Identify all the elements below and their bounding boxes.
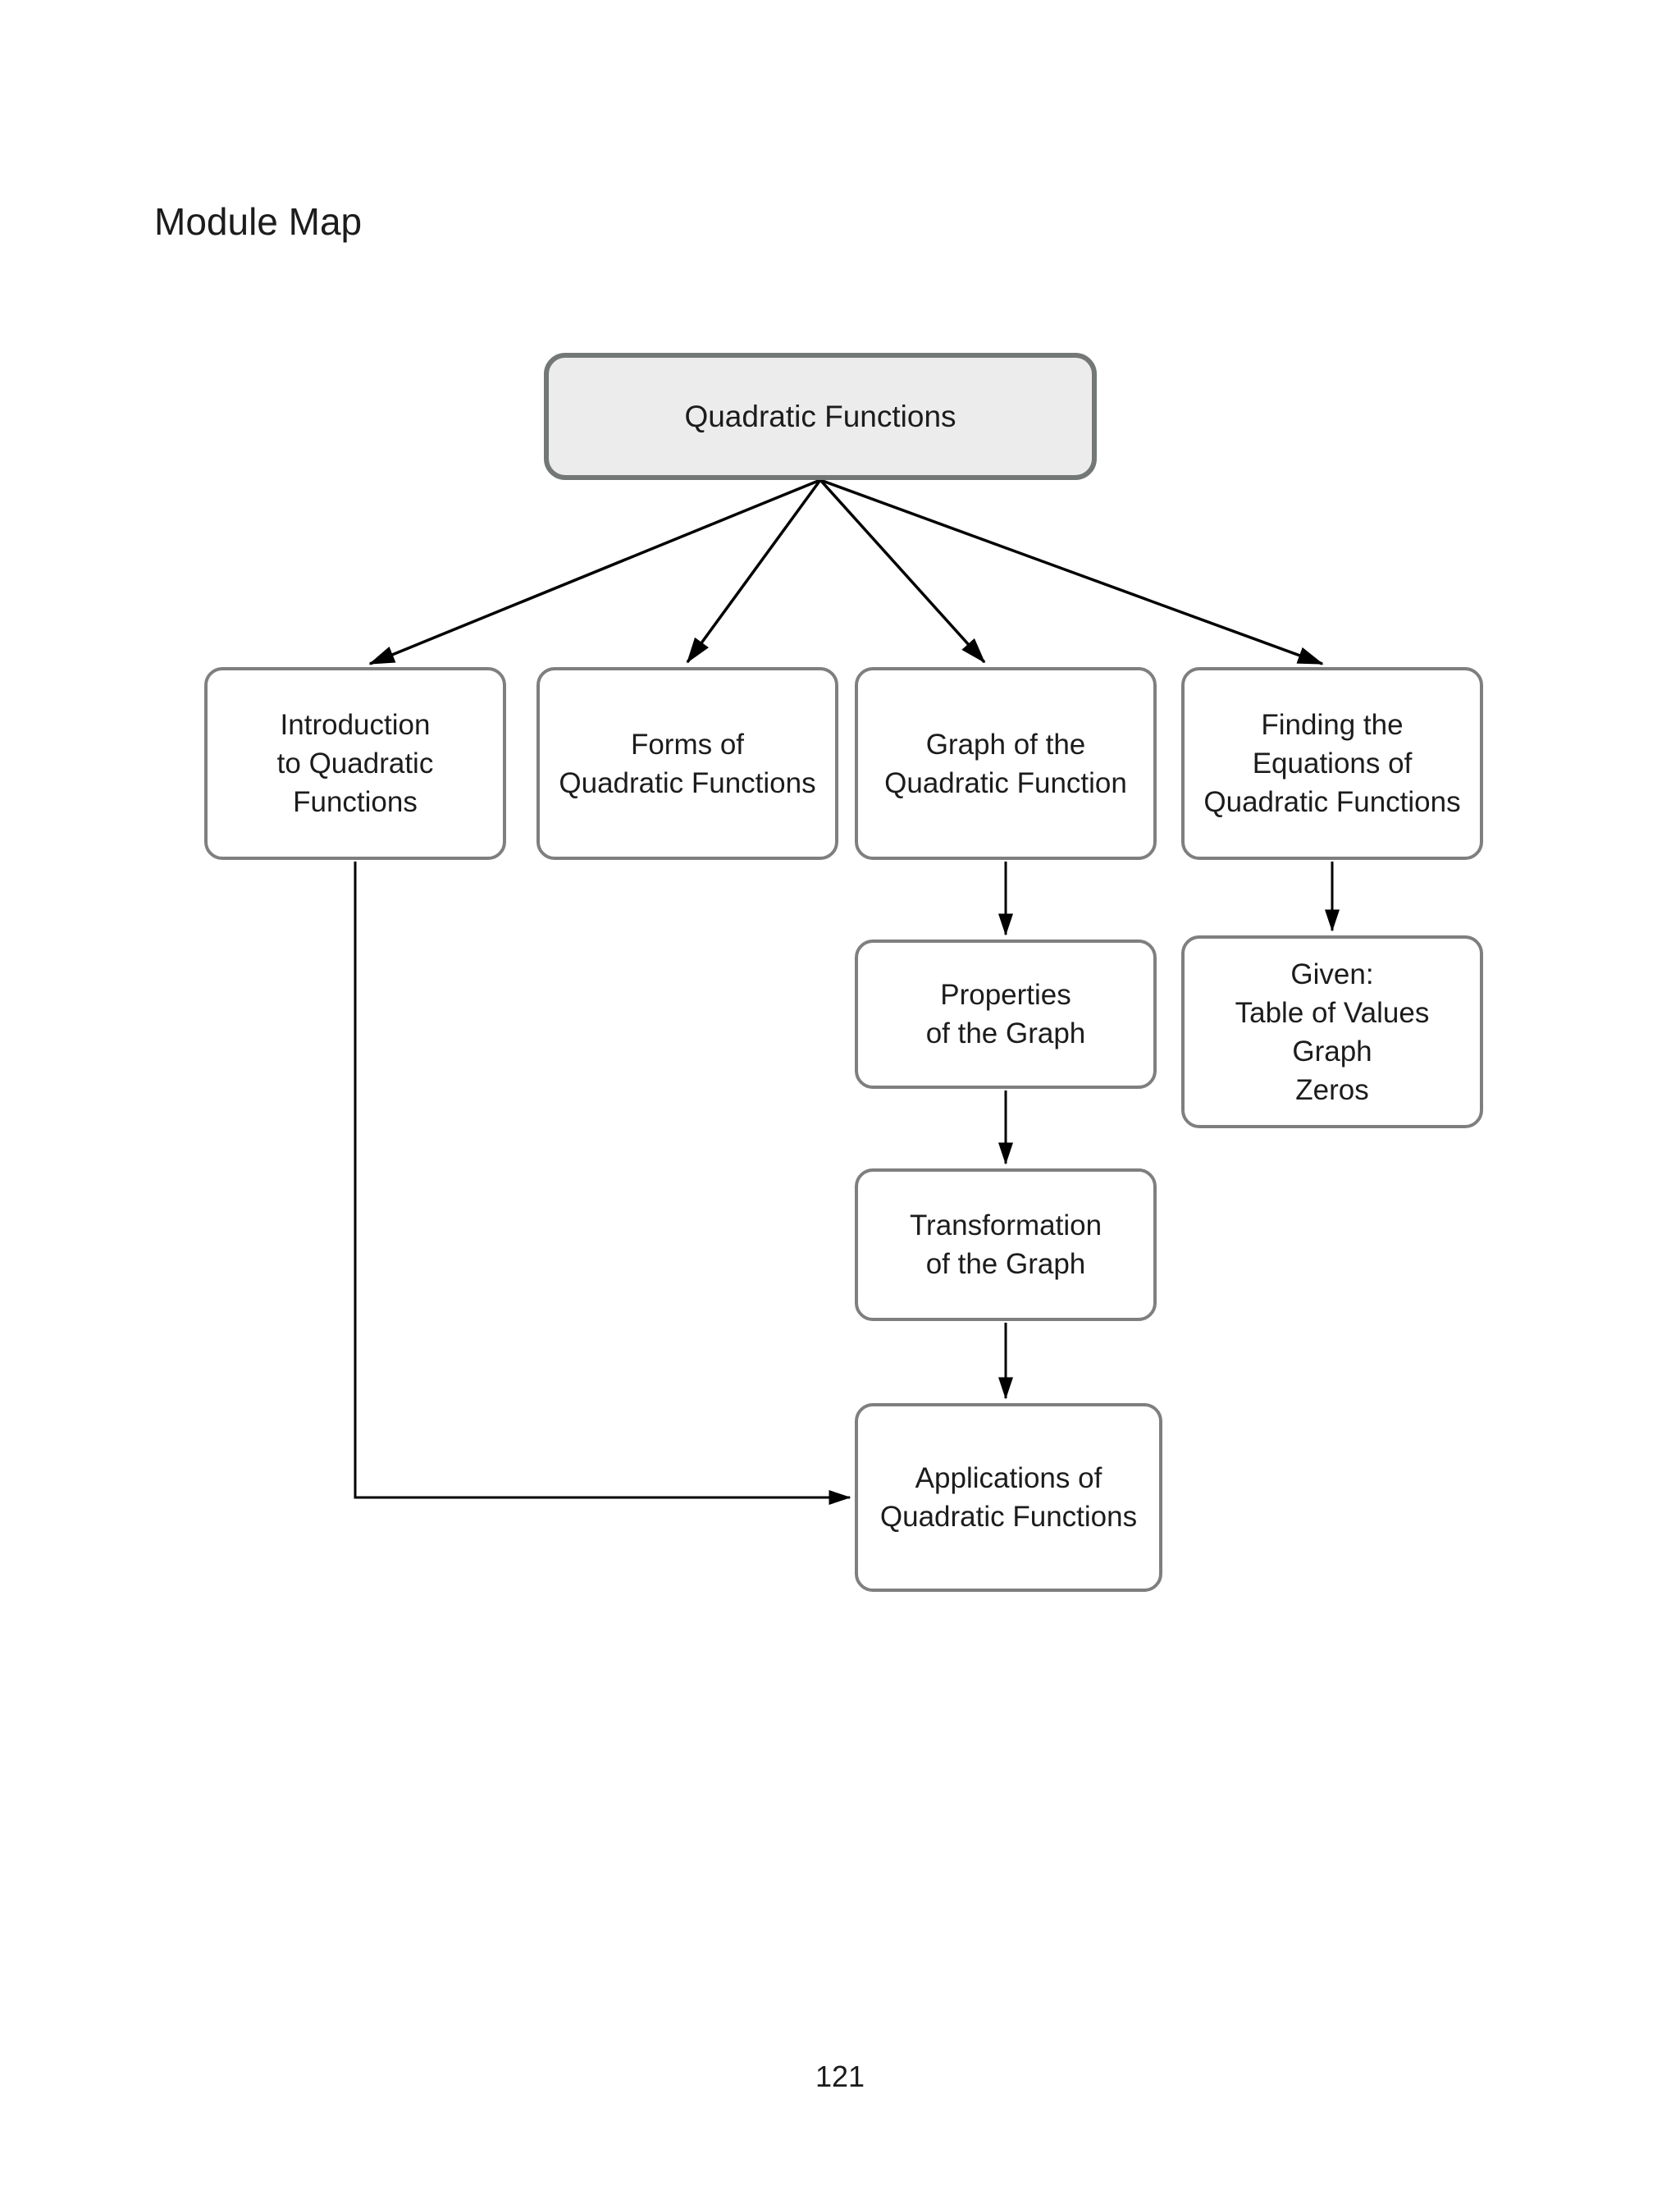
node-label-line: Applications of — [915, 1462, 1102, 1494]
page-number: 121 — [815, 2060, 865, 2093]
edge-root-graph — [819, 478, 986, 664]
node-label-line: Table of Values — [1235, 996, 1430, 1029]
edge-introduction-applications — [354, 862, 851, 1505]
page-title: Module Map — [154, 200, 363, 243]
node-introduction: Introduction to Quadratic Functions — [204, 667, 506, 860]
node-label-line: Forms of — [630, 728, 745, 761]
node-given: Given: Table of Values Graph Zeros — [1181, 935, 1483, 1128]
node-quadratic-functions: Quadratic Functions — [544, 353, 1097, 480]
node-label-line: Functions — [293, 786, 418, 818]
node-label-line: Zeros — [1295, 1073, 1369, 1106]
node-finding: Finding the Equations of Quadratic Funct… — [1181, 667, 1483, 860]
node-label-line: Equations of — [1252, 748, 1413, 780]
node-label: Quadratic Functions — [684, 400, 956, 433]
node-graph: Graph of the Quadratic Function — [855, 667, 1157, 860]
node-label-line: to Quadratic — [276, 748, 434, 780]
node-forms: Forms of Quadratic Functions — [536, 667, 838, 860]
node-label-line: Quadratic Functions — [879, 1501, 1138, 1533]
edge-root-finding — [819, 478, 1324, 665]
node-transformation: Transformation of the Graph — [855, 1168, 1157, 1321]
node-label-line: Given: — [1290, 958, 1374, 990]
edge-root-introduction — [368, 478, 821, 665]
node-label-line: of the Graph — [925, 1248, 1086, 1280]
node-label-line: Quadratic Functions — [1203, 786, 1461, 818]
node-label-line: Finding the — [1261, 709, 1404, 741]
node-label-line: Introduction — [280, 709, 431, 741]
node-properties: Properties of the Graph — [855, 940, 1157, 1089]
node-label-line: Transformation — [909, 1209, 1102, 1241]
node-label-line: of the Graph — [925, 1017, 1086, 1049]
node-label-line: Graph of the — [925, 728, 1086, 761]
node-label-line: Properties — [940, 979, 1071, 1011]
node-applications: Applications of Quadratic Functions — [855, 1403, 1162, 1592]
node-label-line: Quadratic Functions — [559, 766, 816, 799]
edge-root-forms — [686, 478, 822, 664]
node-label-line: Quadratic Function — [884, 766, 1127, 799]
node-label-line: Graph — [1292, 1035, 1372, 1068]
